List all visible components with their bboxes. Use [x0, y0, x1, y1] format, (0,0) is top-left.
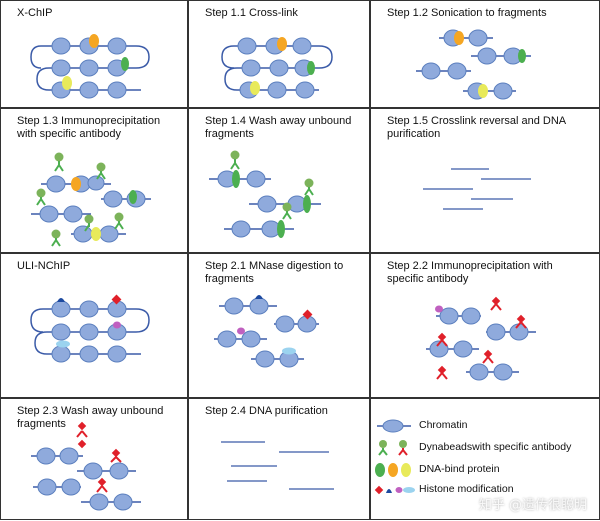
panel-title: Step 1.1 Cross-link	[205, 7, 298, 19]
panel-title: Step 2.4 DNA purification	[205, 405, 328, 417]
chromatin-icon	[377, 419, 411, 433]
panel-xchip: X-ChIP	[0, 0, 188, 108]
panel-title: Step 2.1 MNase digestion to fragments	[205, 260, 344, 285]
legend-label: Dynabeadswith specific antibody	[419, 441, 572, 453]
legend-item-histone: Histone modification	[371, 479, 571, 501]
panel-title: Step 1.4 Wash away unbound fragments	[205, 115, 352, 140]
legend-panel: Chromatin Dynabeadswith specific antibod…	[370, 398, 600, 520]
panel-step-1-2: Step 1.2 Sonication to fragments	[370, 0, 600, 108]
wash-diagram	[209, 150, 321, 238]
panel-title: ULI-NChIP	[17, 260, 71, 272]
watermark-text: 知乎 @遗传很聪明	[478, 498, 587, 513]
panel-step-1-3: Step 1.3 Immunoprecipitation with specif…	[0, 108, 188, 253]
panel-uli-nchip: ULI-NChIP	[0, 253, 188, 398]
panel-step-1-5: Step 1.5 Crosslink reversal and DNA puri…	[370, 108, 600, 253]
panel-step-1-1: Step 1.1 Cross-link	[188, 0, 370, 108]
panel-title: Step 2.2 Immunoprecipitation with specif…	[387, 260, 553, 285]
legend-item-chromatin: Chromatin	[371, 415, 571, 437]
panel-step-2-4: Step 2.4 DNA purification	[188, 398, 370, 520]
panel-step-1-4: Step 1.4 Wash away unbound fragments	[188, 108, 370, 253]
panel-step-2-1: Step 2.1 MNase digestion to fragments	[188, 253, 370, 398]
legend-item-protein: DNA-bind protein	[371, 459, 571, 481]
native-chromatin-diagram	[30, 294, 150, 363]
panel-title: Step 1.5 Crosslink reversal and DNA puri…	[387, 115, 566, 140]
panel-title: Step 1.2 Sonication to fragments	[387, 7, 547, 19]
antibody-bead-icon	[36, 152, 124, 247]
panel-title: X-ChIP	[17, 7, 53, 19]
legend-label: Histone modification	[419, 483, 514, 495]
legend-label: Chromatin	[419, 419, 468, 431]
panel-step-2-3: Step 2.3 Wash away unbound fragments	[0, 398, 188, 520]
sonication-diagram	[416, 29, 531, 100]
panel-title: Step 2.3 Wash away unbound fragments	[17, 405, 164, 430]
mnase-diagram	[214, 295, 319, 368]
native-ip-diagram	[426, 296, 536, 381]
legend-label: DNA-bind protein	[419, 463, 500, 475]
crosslink-diagram	[221, 37, 333, 99]
antibody-bead-icon	[378, 440, 408, 456]
histone-mod-icon	[374, 485, 415, 495]
legend-item-antibody: Dynabeadswith specific antibody	[371, 437, 571, 459]
panel-step-2-2: Step 2.2 Immunoprecipitation with specif…	[370, 253, 600, 398]
panel-title: Step 1.3 Immunoprecipitation with specif…	[17, 115, 161, 140]
dna-protein-icon	[375, 463, 411, 477]
chromatin-diagram	[30, 34, 150, 99]
dna-lines-diagram	[423, 168, 531, 210]
immunoprecipitation-diagram	[31, 152, 151, 247]
native-dna-lines-diagram	[221, 441, 334, 490]
native-wash-diagram	[31, 421, 141, 511]
